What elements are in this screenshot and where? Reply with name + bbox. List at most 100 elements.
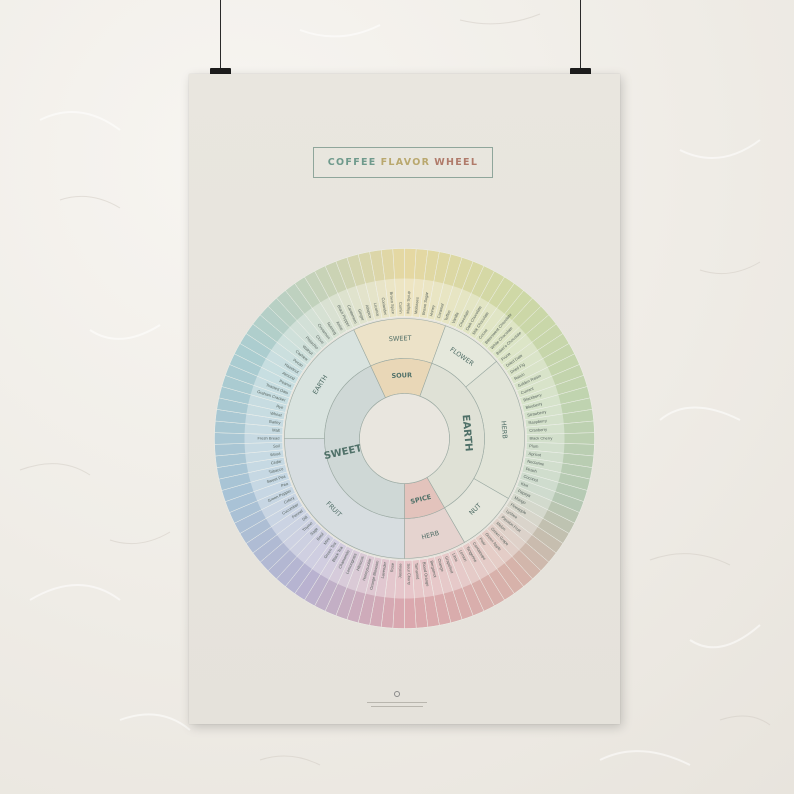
- outer-flavor-label: Pea: [280, 481, 289, 489]
- outer-label-band: [304, 307, 335, 344]
- outer-label-band: [320, 542, 347, 580]
- outer-flavor-label: Sour Cherry: [406, 563, 412, 585]
- outer-flavor-label: Sage: [309, 526, 320, 537]
- outer-flavor-label: Cocoa: [477, 327, 488, 340]
- outer-label-band: [474, 533, 505, 570]
- outer-flavor-label: Lemon: [458, 549, 468, 562]
- outer-flavor-label: Cedar: [270, 458, 282, 465]
- outer-label-band: [516, 376, 556, 398]
- outer-label-band: [312, 538, 341, 575]
- outer-flavor-label: Lavender: [380, 561, 388, 579]
- outer-label-band: [441, 552, 463, 591]
- outer-label-band: [346, 286, 368, 325]
- outer-flavor-label: Pear: [478, 536, 487, 546]
- outer-flavor-label: Rye: [276, 403, 285, 410]
- outer-label-band: [365, 556, 383, 596]
- outer-label-band: [246, 457, 286, 473]
- outer-label-band: [304, 533, 335, 570]
- outer-flavor-label: Ginger: [357, 308, 366, 322]
- outer-flavor-label: Hibiscus: [355, 555, 365, 571]
- outer-label-band: [516, 479, 556, 501]
- outer-label-band: [441, 286, 463, 325]
- outer-flavor-label: Blueberry: [525, 401, 543, 410]
- outer-flavor-label: Coriander: [381, 297, 389, 316]
- outer-label-band: [244, 442, 284, 454]
- outer-flavor-label: Molasses: [413, 297, 420, 314]
- outer-flavor-label: Blood Orange: [422, 562, 431, 588]
- outer-label-band: [375, 558, 390, 598]
- outer-flavor-label: Mint: [322, 536, 331, 546]
- poster-title: COFFEE FLAVOR WHEEL: [313, 147, 493, 178]
- wheel-center: [359, 393, 450, 484]
- outer-label-band: [480, 528, 513, 564]
- outer-flavor-label: Strawberry: [527, 409, 547, 417]
- outer-label-band: [248, 464, 288, 483]
- outer-flavor-label: Peach: [525, 466, 537, 474]
- outer-label-band: [448, 289, 472, 328]
- outer-label-band: [525, 413, 564, 428]
- outer-label-band: [519, 471, 559, 492]
- outer-label-band: [412, 559, 425, 599]
- outer-label-band: [523, 457, 563, 473]
- outer-flavor-label: Prune: [500, 351, 512, 362]
- outer-label-band: [448, 549, 472, 588]
- outer-label-band: [355, 554, 375, 594]
- outer-ring: [214, 248, 595, 629]
- outer-label-band: [337, 549, 361, 588]
- outer-label-band: [365, 281, 383, 321]
- outer-label-band: [328, 293, 354, 332]
- outer-flavor-label: Honey: [428, 304, 435, 316]
- outer-label-band: [419, 279, 434, 319]
- outer-label-band: [394, 560, 405, 599]
- outer-flavor-label: Barley: [269, 419, 281, 425]
- outer-flavor-label: Nectarine: [527, 459, 546, 467]
- outer-flavor-label: Celery: [283, 495, 296, 505]
- outer-label-band: [426, 556, 444, 596]
- logo-mark: [394, 691, 400, 697]
- outer-flavor-label: Licorice: [373, 302, 381, 317]
- outer-label-band: [282, 327, 317, 360]
- outer-label-band: [328, 545, 354, 584]
- outer-flavor-label: Wheat: [270, 411, 283, 418]
- outer-label-band: [289, 320, 323, 354]
- outer-flavor-label: Raisin: [513, 372, 525, 382]
- outer-flavor-label: Allspice: [365, 304, 374, 319]
- outer-flavor-label: Coconut: [523, 474, 540, 484]
- outer-label-band: [282, 517, 317, 550]
- outer-flavor-label: Caramel: [436, 303, 445, 319]
- outer-label-band: [245, 449, 284, 464]
- outer-label-band: [257, 486, 296, 510]
- outer-label-band: [434, 283, 454, 323]
- middle-category-label: HERB: [499, 420, 509, 439]
- outer-flavor-label: Peanut: [279, 378, 293, 388]
- outer-flavor-label: Black Cherry: [530, 436, 553, 441]
- outer-flavor-label: Basil: [315, 531, 325, 541]
- outer-flavor-label: Wood: [270, 451, 281, 457]
- outer-flavor-label: Pecan: [292, 357, 304, 368]
- title-word-flavor: FLAVOR: [380, 157, 431, 168]
- outer-flavor-label: Malt: [272, 427, 281, 433]
- outer-label-band: [523, 404, 563, 420]
- outer-flavor-label: Orange Blossom: [369, 559, 380, 590]
- outer-flavor-label: Brown Sugar: [421, 291, 430, 315]
- outer-label-band: [526, 433, 565, 444]
- outer-label-band: [506, 350, 544, 378]
- outer-flavor-label: Dill: [301, 515, 309, 522]
- outer-label-band: [462, 542, 489, 580]
- outer-label-band: [525, 423, 565, 435]
- hanging-wire: [220, 0, 221, 68]
- outer-flavor-label: Tamarind: [414, 563, 420, 580]
- outer-label-band: [276, 334, 312, 365]
- outer-flavor-label: Rose: [389, 562, 395, 573]
- outer-flavor-label: Tobacco: [268, 466, 284, 475]
- outer-label-band: [497, 512, 533, 543]
- outer-label-band: [312, 302, 341, 339]
- outer-label-band: [486, 523, 520, 557]
- inner-category-label: EARTH: [460, 414, 474, 452]
- outer-label-band: [355, 283, 375, 323]
- outer-label-band: [276, 512, 312, 543]
